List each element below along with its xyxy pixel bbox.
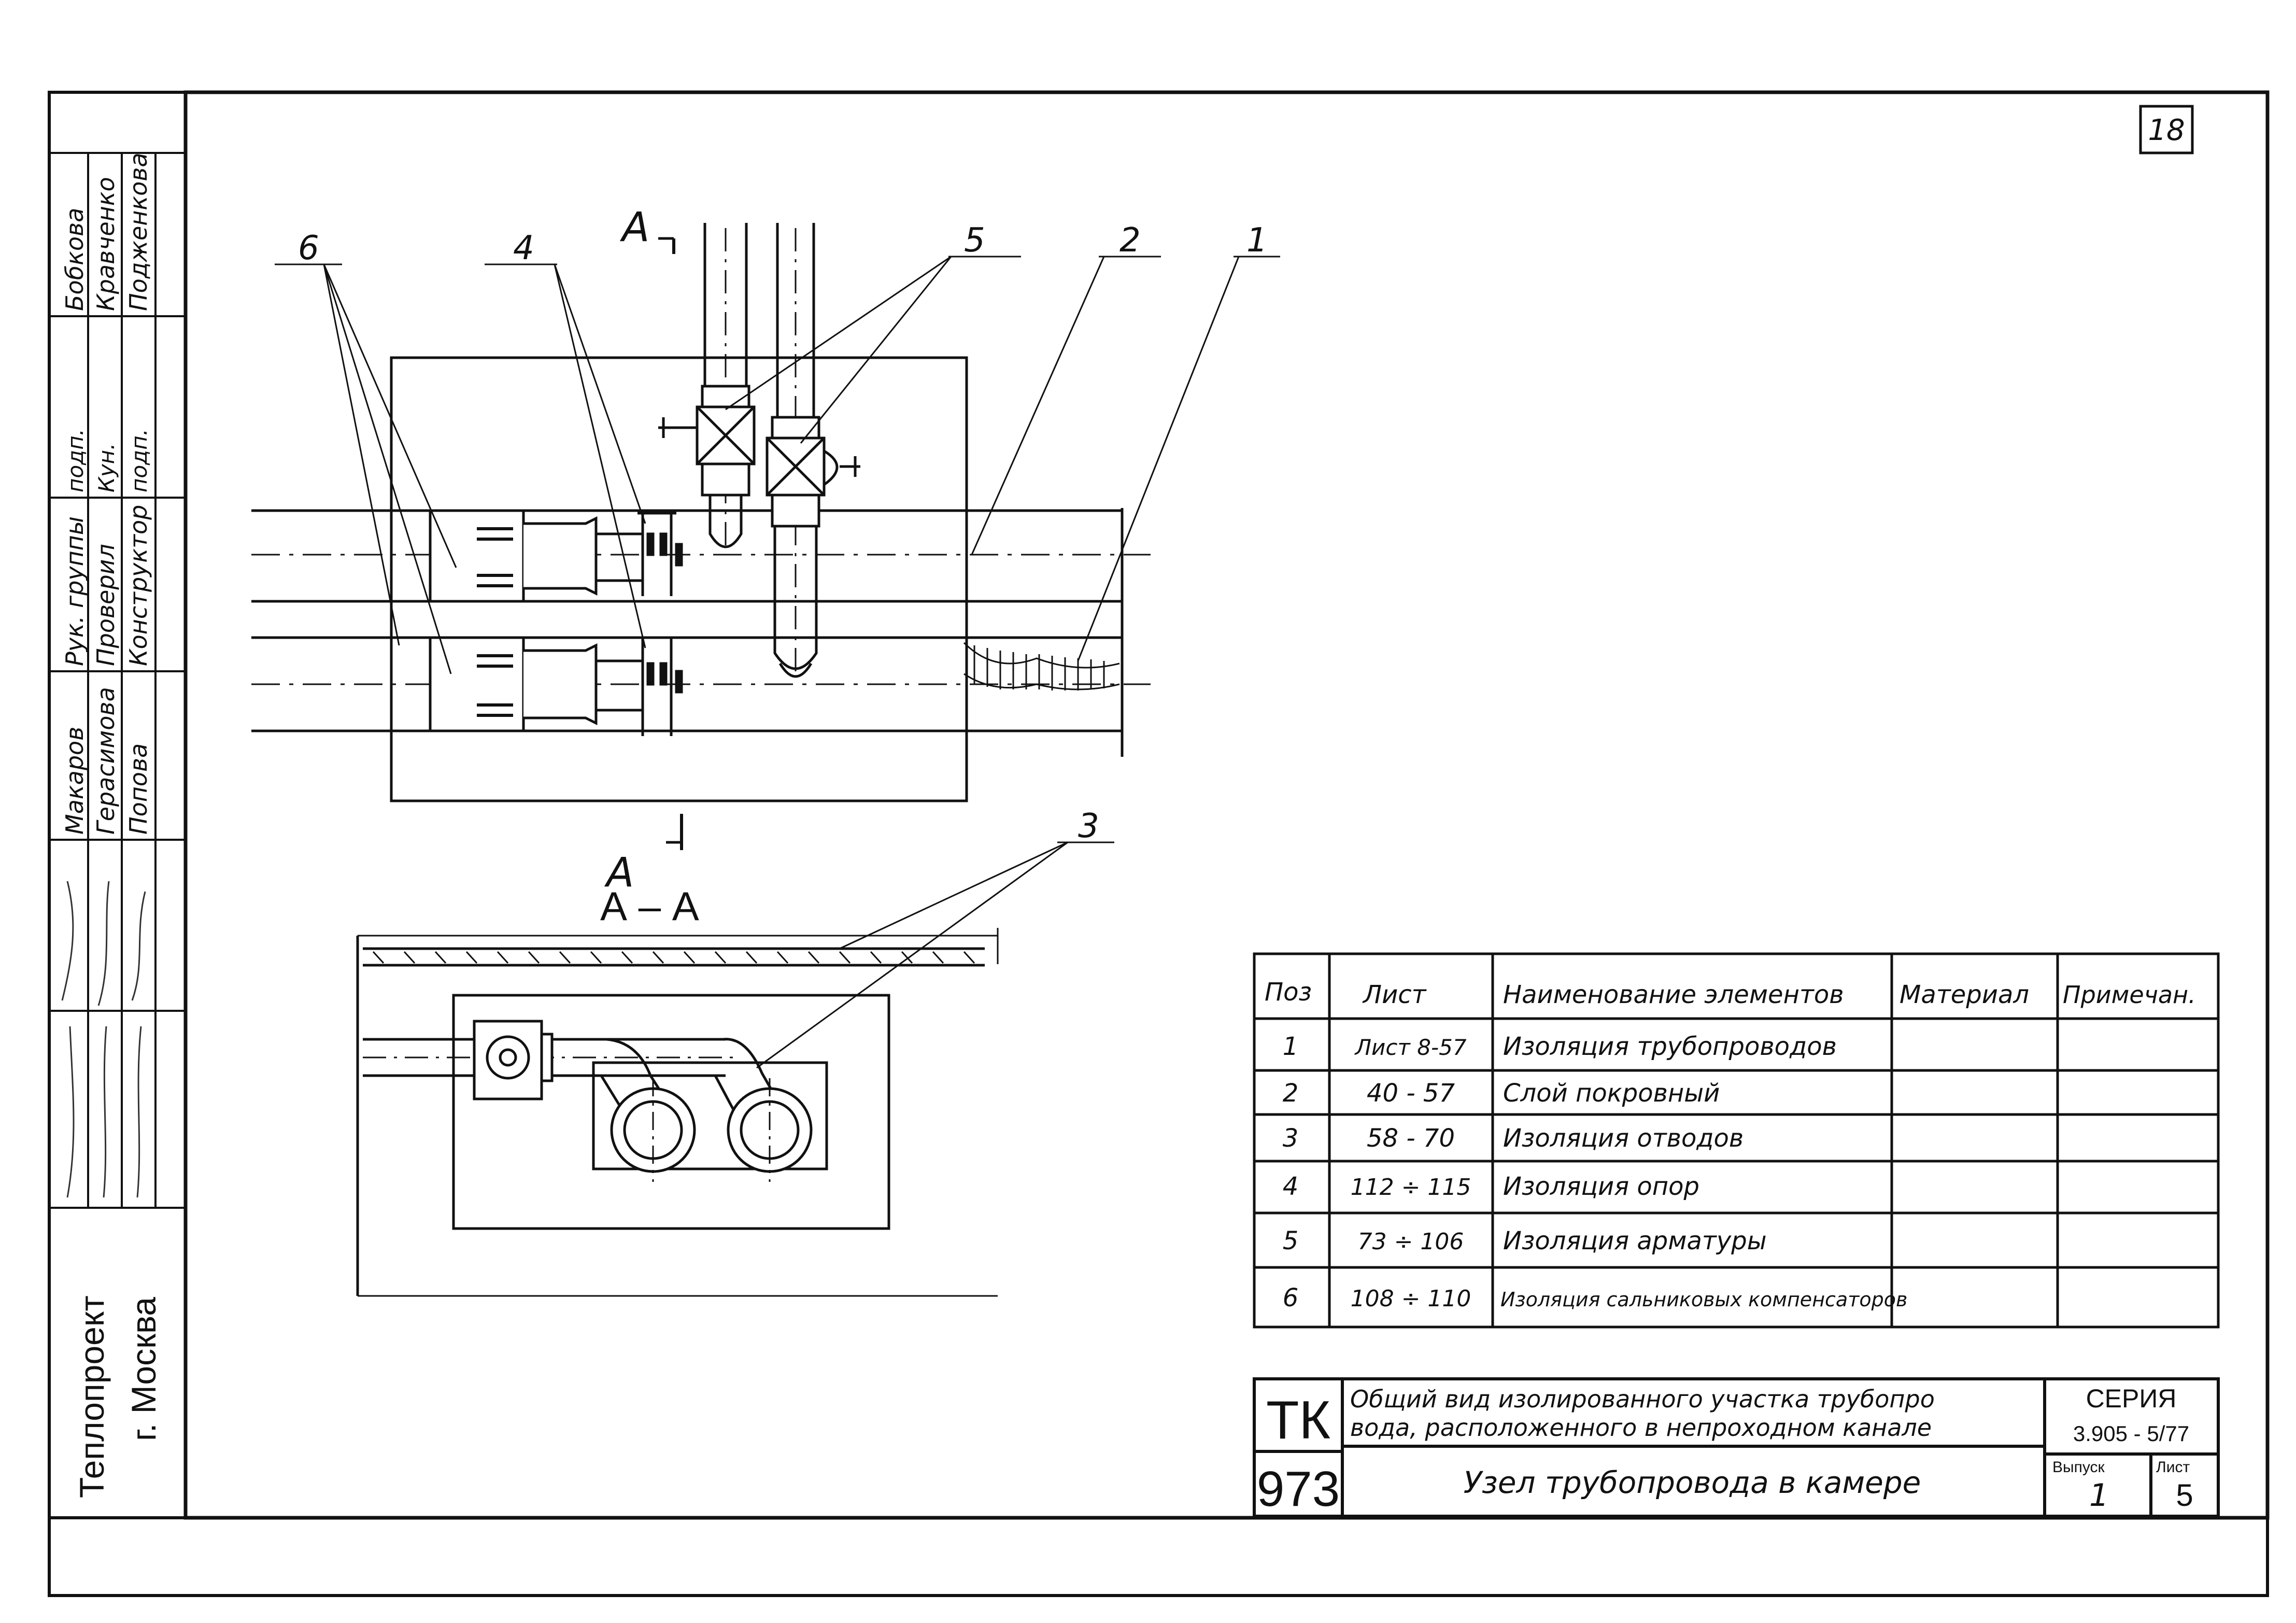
spec-pos: 3 (1283, 1124, 1299, 1153)
page-number: 18 (2148, 114, 2185, 147)
title-subtitle: Узел трубопровода в камере (1464, 1465, 1921, 1500)
spec-table-grid (1253, 952, 2220, 1329)
approver-signature-3: подп. (126, 429, 152, 492)
approver-signature-1: подп. (63, 429, 88, 492)
spec-pos: 6 (1283, 1283, 1299, 1312)
valve-1 (658, 385, 756, 548)
approver-lower-name-1: Макаров (61, 727, 89, 835)
series-value: 3.905 - 5/77 (2073, 1421, 2189, 1446)
side-stamp-city: г. Москва (124, 1297, 163, 1441)
spec-header-sheet: Лист (1362, 980, 1427, 1009)
spec-header-name: Наименование элементов (1503, 980, 1844, 1009)
spec-name: Изоляция отводов (1503, 1124, 1744, 1153)
callout-3: 3 (1078, 807, 1099, 845)
spec-sheet: 112 ÷ 115 (1351, 1174, 1471, 1201)
approver-role-2: Проверил (92, 544, 120, 666)
approver-signature-2: Кун. (94, 443, 119, 492)
spec-row: 6 108 ÷ 110 Изоляция сальниковых компенс… (1283, 1283, 1908, 1312)
spec-sheet: 58 - 70 (1367, 1124, 1455, 1153)
spec-row: 3 58 - 70 Изоляция отводов (1283, 1124, 1744, 1153)
sheet-value: 5 (2176, 1478, 2193, 1513)
spec-pos: 2 (1283, 1079, 1299, 1108)
section-view (356, 928, 999, 1297)
compensator-upper (429, 509, 525, 603)
spec-name: Изоляция трубопроводов (1503, 1032, 1837, 1061)
section-mark-bottom: А (604, 850, 634, 896)
spec-header-material: Материал (1900, 980, 2029, 1009)
leader-lines (275, 256, 1280, 1069)
issue-value: 1 (2089, 1477, 2109, 1514)
spec-pos: 4 (1283, 1172, 1299, 1201)
approver-name-3: Подженкова (124, 152, 152, 311)
spec-sheet: 73 ÷ 106 (1358, 1229, 1464, 1255)
spec-name: Изоляция опор (1503, 1172, 1699, 1201)
title-code-top: ТК (1266, 1390, 1330, 1450)
approver-name-1: Бобкова (61, 208, 89, 311)
callout-1: 1 (1246, 221, 1268, 260)
approver-name-2: Кравченко (92, 177, 120, 311)
insulation-hatch (963, 642, 1120, 690)
callout-2: 2 (1119, 221, 1141, 260)
approval-column (49, 152, 186, 1209)
spec-sheet: 40 - 57 (1367, 1079, 1455, 1108)
spec-header-pos: Поз (1265, 978, 1312, 1007)
support-upper (637, 512, 683, 596)
spec-name: Слой покровный (1503, 1079, 1720, 1108)
spec-sheet: Лист 8-57 (1354, 1035, 1466, 1060)
title-line-2: вода, расположенного в непроходном канал… (1350, 1414, 1932, 1442)
spec-name: Изоляция сальниковых компенсаторов (1500, 1288, 1907, 1311)
approver-role-1: Рук. группы (61, 516, 89, 666)
sheet-label: Лист (2156, 1459, 2190, 1476)
spec-name: Изоляция арматуры (1503, 1226, 1767, 1255)
support-lower (637, 636, 683, 736)
spec-header-note: Примечан. (2063, 981, 2196, 1009)
callout-6: 6 (298, 229, 319, 267)
callout-5: 5 (964, 221, 985, 260)
page-number-box: 18 (2139, 105, 2194, 154)
plan-view (251, 223, 1151, 850)
title-line-1: Общий вид изолированного участка трубопр… (1350, 1385, 1935, 1413)
spec-row: 2 40 - 57 Слой покровный (1283, 1079, 1720, 1108)
callout-4: 4 (513, 229, 534, 267)
approver-lower-name-2: Герасимова (92, 687, 120, 835)
section-title: А – А (600, 883, 699, 929)
title-block-grid (1253, 1377, 2220, 1518)
approver-lower-name-3: Попова (124, 743, 152, 835)
signature-scribbles (61, 881, 146, 1198)
approver-role-3: Конструктор (124, 505, 152, 666)
chamber-outline (390, 356, 968, 802)
issue-label: Выпуск (2052, 1459, 2105, 1476)
spec-row: 5 73 ÷ 106 Изоляция арматуры (1283, 1226, 1767, 1255)
spec-row: 4 112 ÷ 115 Изоляция опор (1283, 1172, 1699, 1201)
spec-sheet: 108 ÷ 110 (1351, 1286, 1471, 1312)
valve-2 (766, 416, 860, 678)
title-code-bottom: 973 (1257, 1461, 1340, 1517)
series-label: СЕРИЯ (2086, 1384, 2177, 1413)
sheet-frame (48, 90, 2270, 1597)
spec-pos: 1 (1283, 1032, 1299, 1061)
section-mark-top: А (619, 204, 649, 251)
spec-row: 1 Лист 8-57 Изоляция трубопроводов (1283, 1032, 1837, 1061)
spec-pos: 5 (1283, 1226, 1299, 1255)
side-stamp-org: Теплопроект (73, 1295, 111, 1498)
